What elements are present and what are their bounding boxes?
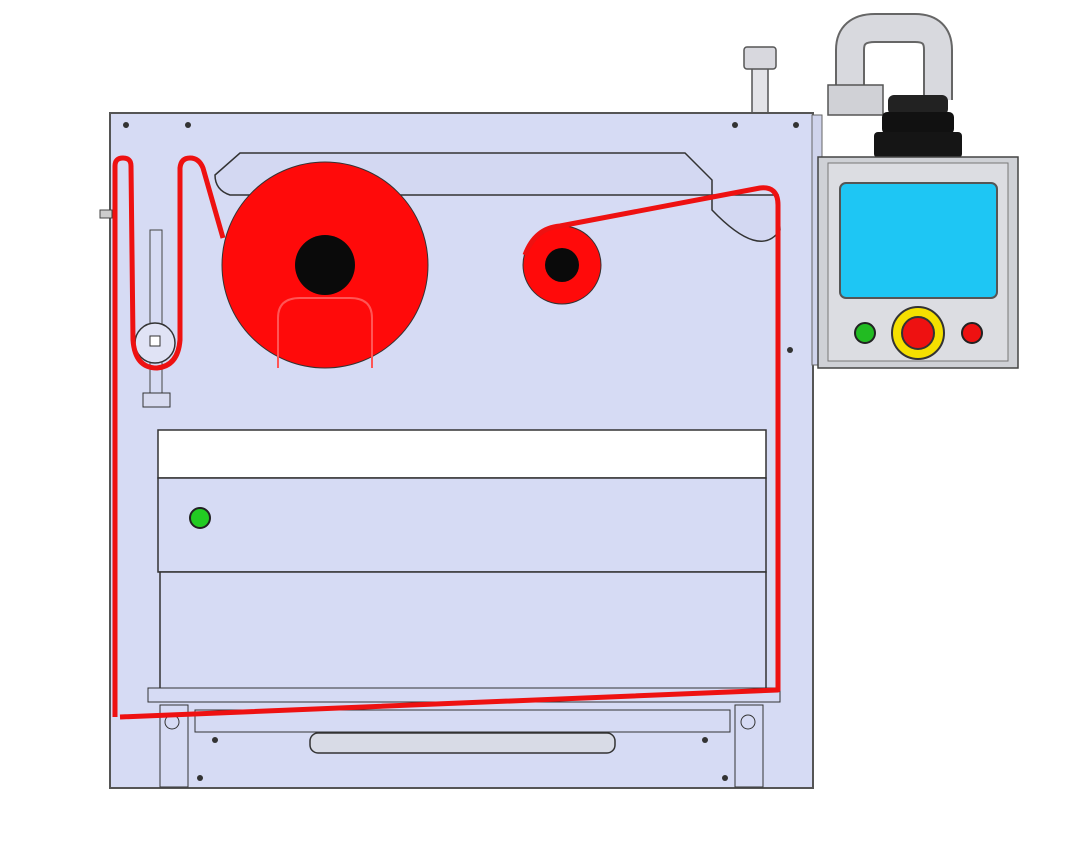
- top-post: [743, 46, 777, 116]
- start-button[interactable]: [854, 322, 876, 344]
- black-stack-light: [874, 95, 962, 158]
- base-rail: [194, 709, 731, 733]
- legs: [159, 704, 764, 788]
- control-panel: [817, 156, 1019, 369]
- stop-button[interactable]: [961, 322, 983, 344]
- emergency-stop-button[interactable]: [901, 316, 935, 350]
- base-screws: [197, 737, 728, 781]
- label-web-path: [112, 155, 781, 720]
- supply-roll-highlight: [277, 297, 373, 368]
- indicator-light-icon: [189, 507, 211, 529]
- rewind-roll-hub: [545, 248, 579, 282]
- front-panel-upper: [157, 477, 767, 573]
- air-pipe: [827, 13, 953, 116]
- handle-bar: [309, 732, 616, 754]
- front-panel-lower: [159, 571, 767, 691]
- dancer-arm: [99, 209, 176, 408]
- touch-screen[interactable]: [839, 182, 998, 299]
- supply-roll-hub: [295, 235, 355, 295]
- white-bar: [157, 429, 767, 479]
